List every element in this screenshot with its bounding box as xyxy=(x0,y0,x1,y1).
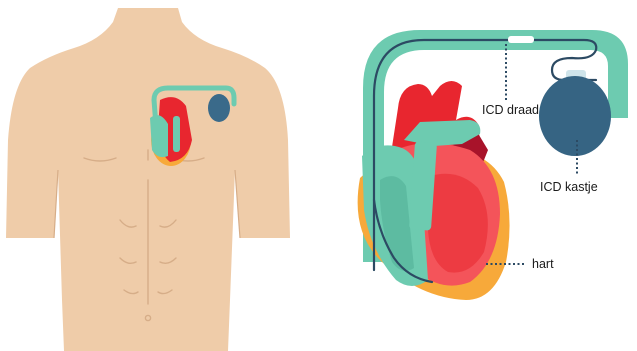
label-icd-device: ICD kastje xyxy=(540,180,598,194)
label-heart: hart xyxy=(532,257,554,271)
heart-detail xyxy=(358,30,628,300)
label-icd-lead: ICD draad xyxy=(482,103,539,117)
small-vessel xyxy=(173,116,180,152)
small-icd-box xyxy=(208,94,230,122)
lead-coil xyxy=(508,36,534,43)
small-heart-teal xyxy=(150,115,168,157)
icd-device-shade xyxy=(539,76,611,156)
torso-figure xyxy=(6,8,290,351)
